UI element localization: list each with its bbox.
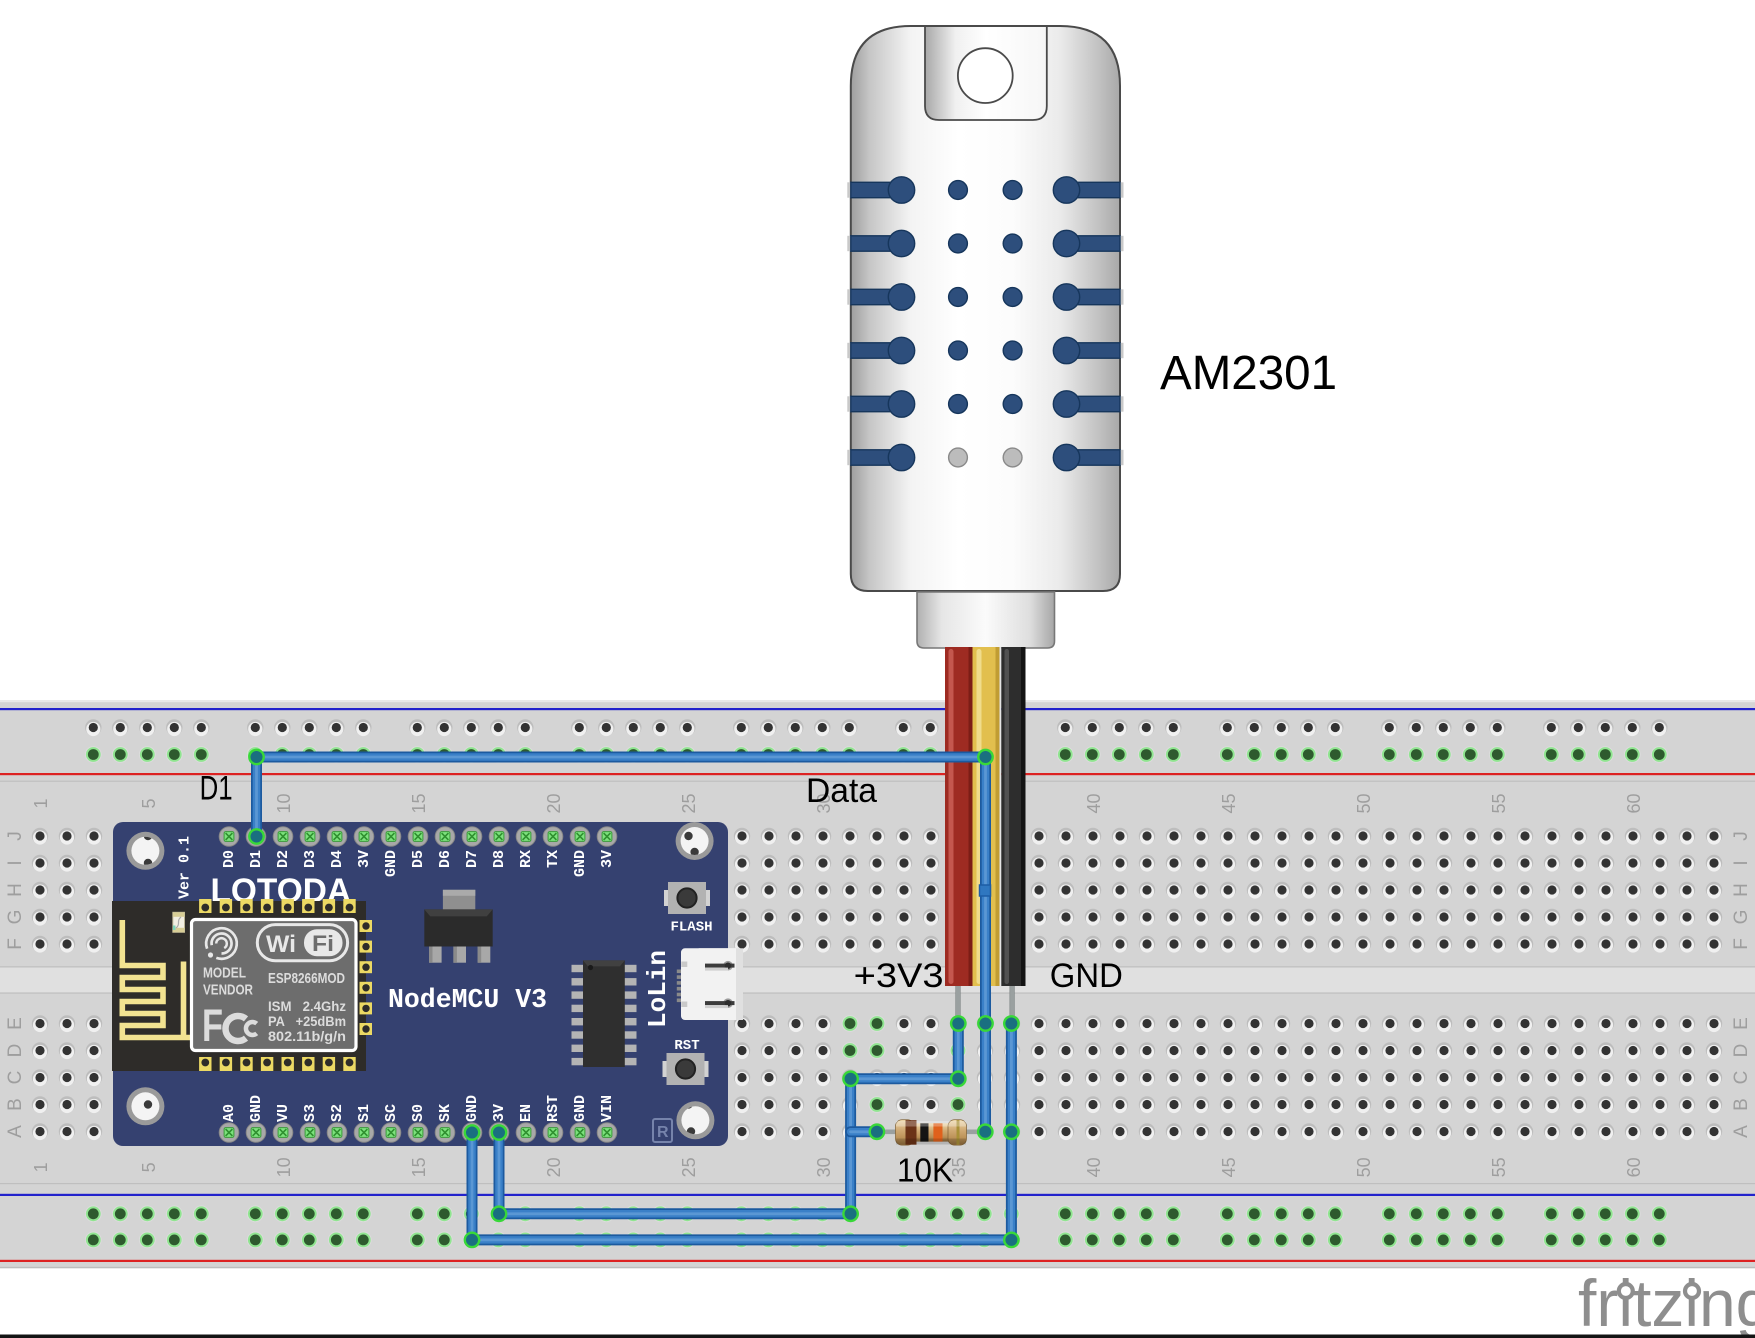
svg-text:S2: S2 bbox=[329, 1104, 346, 1122]
svg-text:F: F bbox=[5, 938, 26, 950]
svg-text:25: 25 bbox=[679, 1157, 699, 1177]
svg-text:TX: TX bbox=[545, 850, 562, 868]
svg-text:GND: GND bbox=[464, 1095, 481, 1122]
svg-text:MODEL: MODEL bbox=[203, 965, 246, 982]
svg-text:45: 45 bbox=[1219, 1157, 1239, 1177]
svg-text:D1: D1 bbox=[200, 770, 233, 808]
svg-text:VENDOR: VENDOR bbox=[203, 982, 253, 999]
svg-text:B: B bbox=[1731, 1098, 1752, 1111]
svg-text:A0: A0 bbox=[221, 1104, 238, 1122]
svg-text:20: 20 bbox=[544, 1157, 564, 1177]
svg-text:40: 40 bbox=[1084, 1157, 1104, 1177]
svg-text:35: 35 bbox=[949, 1157, 969, 1177]
svg-text:D3: D3 bbox=[302, 850, 319, 868]
svg-text:5: 5 bbox=[139, 798, 159, 808]
svg-text:802.11b/g/n: 802.11b/g/n bbox=[268, 1028, 346, 1044]
svg-text:30: 30 bbox=[814, 1157, 834, 1177]
svg-text:ESP8266MOD: ESP8266MOD bbox=[268, 970, 345, 987]
svg-text:SC: SC bbox=[383, 1104, 400, 1122]
svg-text:GND: GND bbox=[1050, 957, 1123, 995]
svg-text:EN: EN bbox=[518, 1104, 535, 1122]
svg-text:C: C bbox=[5, 1071, 26, 1085]
svg-text:S0: S0 bbox=[410, 1104, 427, 1122]
svg-text:NodeMCU V3: NodeMCU V3 bbox=[388, 985, 547, 1015]
svg-text:H: H bbox=[5, 883, 26, 897]
svg-text:20: 20 bbox=[544, 793, 564, 813]
svg-text:G: G bbox=[1731, 910, 1752, 925]
svg-text:C: C bbox=[1731, 1071, 1752, 1085]
svg-text:LoLin: LoLin bbox=[643, 950, 673, 1028]
svg-text:GND: GND bbox=[572, 1095, 589, 1122]
svg-text:GND: GND bbox=[248, 1095, 265, 1122]
svg-text:R: R bbox=[657, 1124, 669, 1141]
svg-text:10: 10 bbox=[274, 793, 294, 813]
svg-text:10K: 10K bbox=[897, 1152, 953, 1189]
svg-text:15: 15 bbox=[409, 1157, 429, 1177]
svg-text:D0: D0 bbox=[221, 850, 238, 868]
svg-text:E: E bbox=[5, 1017, 26, 1030]
svg-text:AM2301: AM2301 bbox=[1160, 347, 1337, 400]
svg-text:3V: 3V bbox=[356, 850, 373, 868]
svg-text:Ver 0.1: Ver 0.1 bbox=[177, 836, 194, 899]
svg-text:55: 55 bbox=[1489, 793, 1509, 813]
svg-text:D6: D6 bbox=[437, 850, 454, 868]
svg-text:S1: S1 bbox=[356, 1104, 373, 1122]
svg-text:Data: Data bbox=[806, 772, 877, 810]
svg-text:55: 55 bbox=[1489, 1157, 1509, 1177]
svg-text:I: I bbox=[1731, 860, 1752, 865]
svg-text:D1: D1 bbox=[248, 850, 265, 868]
svg-text:60: 60 bbox=[1624, 793, 1644, 813]
svg-text:40: 40 bbox=[1084, 793, 1104, 813]
svg-text:D4: D4 bbox=[329, 850, 346, 868]
svg-text:E: E bbox=[1731, 1017, 1752, 1030]
svg-text:Fi: Fi bbox=[312, 931, 334, 956]
svg-text:1: 1 bbox=[31, 798, 51, 808]
svg-text:A: A bbox=[1731, 1125, 1752, 1138]
svg-text:H: H bbox=[1731, 883, 1752, 897]
svg-text:VIN: VIN bbox=[599, 1095, 616, 1122]
svg-text:SK: SK bbox=[437, 1104, 454, 1122]
svg-text:RX: RX bbox=[518, 850, 535, 868]
svg-text:FLASH: FLASH bbox=[670, 920, 712, 936]
svg-text:B: B bbox=[5, 1098, 26, 1111]
svg-text:50: 50 bbox=[1354, 1157, 1374, 1177]
svg-text:J: J bbox=[1731, 831, 1752, 841]
svg-text:A: A bbox=[5, 1125, 26, 1138]
svg-text:50: 50 bbox=[1354, 793, 1374, 813]
svg-text:1: 1 bbox=[31, 1162, 51, 1172]
svg-text:PA +25dBm: PA +25dBm bbox=[268, 1013, 346, 1029]
svg-text:GND: GND bbox=[383, 850, 400, 877]
svg-text:F: F bbox=[1731, 938, 1752, 950]
svg-text:10: 10 bbox=[274, 1157, 294, 1177]
svg-text:GND: GND bbox=[572, 850, 589, 877]
svg-text:RST: RST bbox=[674, 1038, 699, 1054]
svg-text:D7: D7 bbox=[464, 850, 481, 868]
svg-text:3V: 3V bbox=[599, 850, 616, 868]
svg-text:RST: RST bbox=[545, 1095, 562, 1122]
svg-text:S3: S3 bbox=[302, 1104, 319, 1122]
svg-text:I: I bbox=[5, 860, 26, 865]
svg-text:3V: 3V bbox=[491, 1104, 508, 1122]
svg-text:D2: D2 bbox=[275, 850, 292, 868]
svg-text:G: G bbox=[5, 910, 26, 925]
svg-text:60: 60 bbox=[1624, 1157, 1644, 1177]
svg-text:Wi: Wi bbox=[266, 931, 296, 958]
svg-text:D: D bbox=[1731, 1044, 1752, 1058]
svg-text:D: D bbox=[5, 1044, 26, 1058]
svg-text:VU: VU bbox=[275, 1104, 292, 1122]
svg-text:fritzing: fritzing bbox=[1578, 1266, 1755, 1338]
svg-text:30: 30 bbox=[814, 793, 834, 813]
svg-text:15: 15 bbox=[409, 793, 429, 813]
svg-text:F: F bbox=[202, 1000, 223, 1051]
svg-text:45: 45 bbox=[1219, 793, 1239, 813]
svg-text:5: 5 bbox=[139, 1162, 159, 1172]
svg-text:ISM 2.4Ghz: ISM 2.4Ghz bbox=[268, 998, 346, 1014]
svg-text:D5: D5 bbox=[410, 850, 427, 868]
svg-text:25: 25 bbox=[679, 793, 699, 813]
svg-text:J: J bbox=[5, 831, 26, 841]
svg-text:D8: D8 bbox=[491, 850, 508, 868]
svg-text:+3V3: +3V3 bbox=[854, 957, 944, 995]
